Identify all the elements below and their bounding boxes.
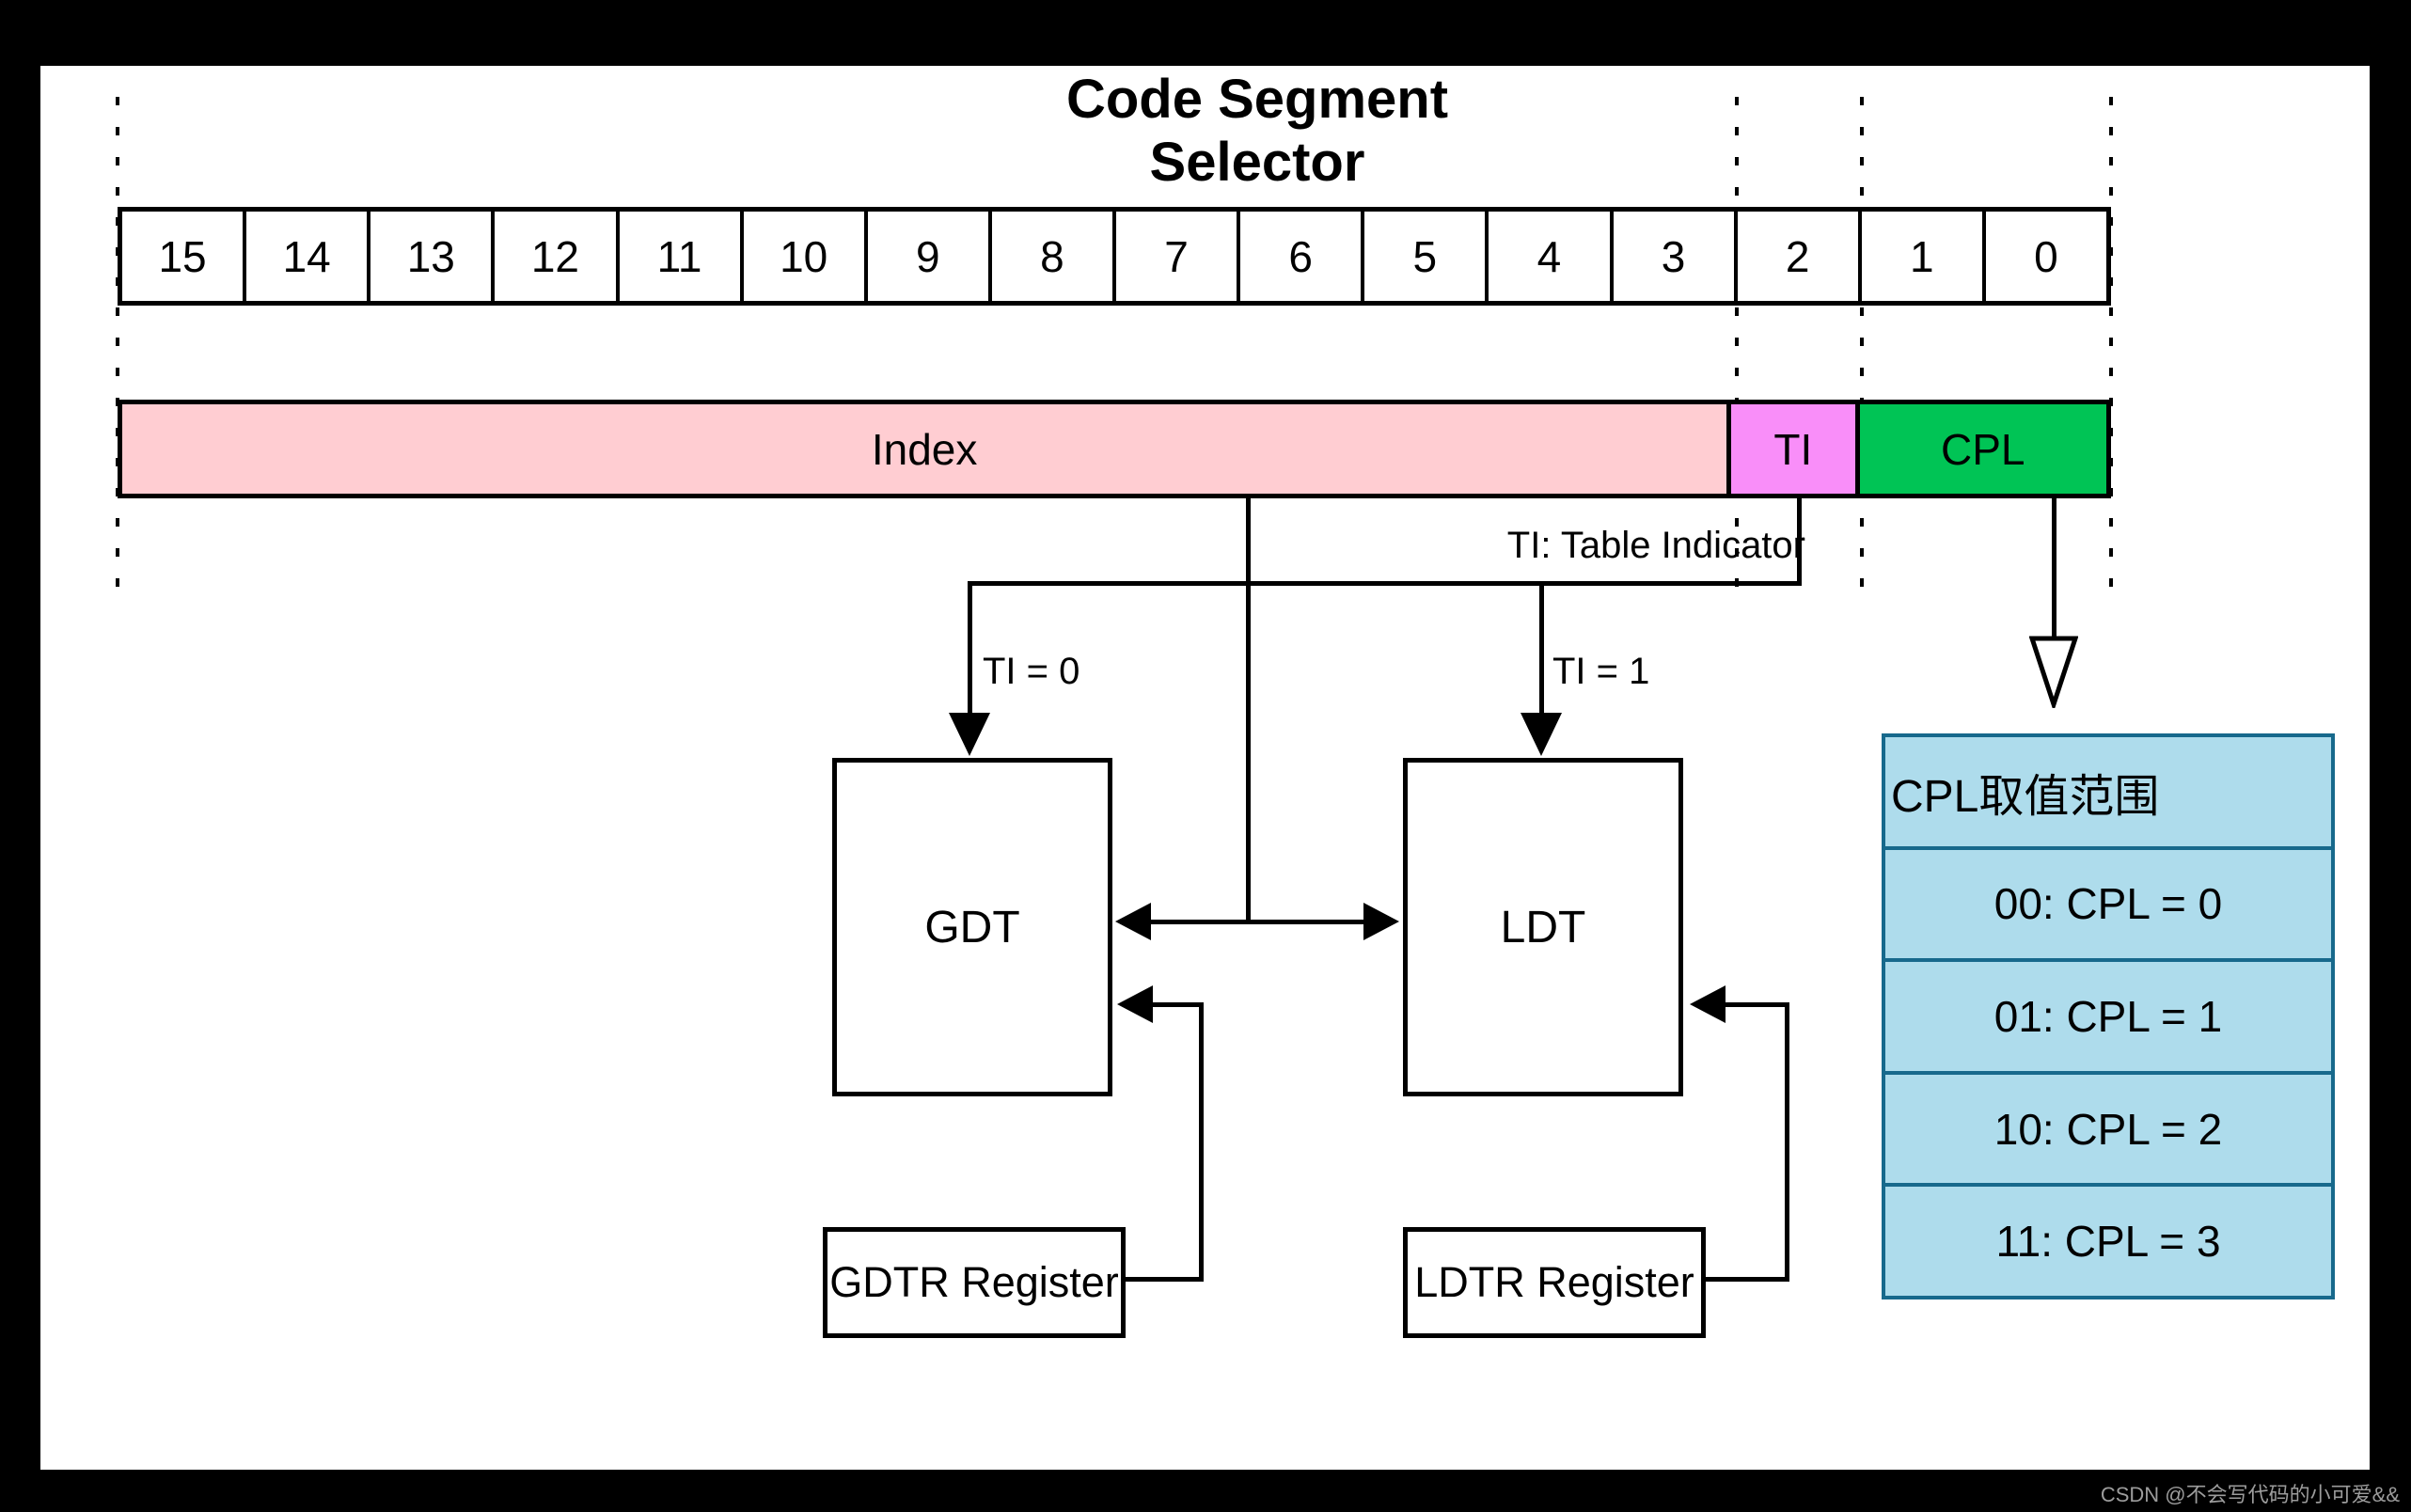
bit-cell-15: 15 bbox=[122, 212, 247, 301]
ti0-arrowhead-icon bbox=[949, 713, 990, 756]
cpl-table-row: 10: CPL = 2 bbox=[1885, 1075, 2331, 1188]
ti-drop-line bbox=[1797, 498, 1802, 585]
bit-cell-7: 7 bbox=[1116, 212, 1241, 301]
ti-note-label: TI: Table Indicator bbox=[1506, 525, 1805, 566]
bit-cell-6: 6 bbox=[1240, 212, 1365, 301]
index-field: Index bbox=[122, 404, 1727, 494]
bit-cell-10: 10 bbox=[744, 212, 868, 301]
ti0-label: TI = 0 bbox=[983, 651, 1080, 692]
watermark-text: CSDN @不会写代码的小可爱&& bbox=[2100, 1483, 2400, 1506]
bit-cell-9: 9 bbox=[868, 212, 992, 301]
ti1-arrow-line bbox=[1539, 581, 1544, 715]
branch-horizontal-line bbox=[968, 581, 1802, 586]
bit-cell-12: 12 bbox=[495, 212, 620, 301]
cpl-table-row: 01: CPL = 1 bbox=[1885, 962, 2331, 1075]
cpl-table-row: 11: CPL = 3 bbox=[1995, 1217, 2221, 1267]
ti-field: TI bbox=[1726, 404, 1855, 494]
dotted-line-bit0 bbox=[2109, 97, 2113, 602]
ti1-label: TI = 1 bbox=[1552, 651, 1650, 692]
dotted-line-bit15 bbox=[116, 97, 119, 602]
double-arrow-left-head-icon bbox=[1115, 903, 1151, 940]
bit-cell-0: 0 bbox=[2034, 231, 2058, 281]
bit-cell-5: 5 bbox=[1364, 212, 1489, 301]
gdtr-to-gdt-arrowhead-icon bbox=[1117, 985, 1153, 1023]
bit-cell-13: 13 bbox=[370, 212, 496, 301]
ldtr-connector-top bbox=[1726, 1002, 1789, 1007]
bit-cell-2: 2 bbox=[1738, 212, 1862, 301]
ti0-arrow-line bbox=[968, 581, 972, 715]
bit-cell-8: 8 bbox=[992, 212, 1116, 301]
cpl-table-header: CPL取值范围 bbox=[1885, 737, 2331, 850]
cpl-table-row: 00: CPL = 0 bbox=[1885, 850, 2331, 963]
gdt-ldt-double-arrow-line bbox=[1149, 920, 1365, 924]
gdtr-register-box: GDTR Register bbox=[823, 1227, 1126, 1338]
dotted-line-bit2-1 bbox=[1860, 97, 1864, 602]
bit-cell-11: 11 bbox=[620, 212, 744, 301]
ldt-box: LDT bbox=[1403, 758, 1683, 1096]
ti1-arrowhead-icon bbox=[1521, 713, 1562, 756]
index-drop-line bbox=[1246, 498, 1251, 923]
double-arrow-right-head-icon bbox=[1363, 903, 1399, 940]
bit-cell-1: 1 bbox=[1862, 212, 1986, 301]
bit-cell-14: 14 bbox=[246, 212, 371, 301]
ldtr-register-box: LDTR Register bbox=[1403, 1227, 1706, 1338]
cpl-field: CPL bbox=[1854, 404, 2106, 494]
selector-bar: Index TI CPL bbox=[118, 400, 2111, 498]
cpl-open-arrowhead-icon bbox=[2029, 636, 2078, 708]
page-title: Code Segment Selector bbox=[1065, 69, 1449, 193]
ldtr-connector-bottom bbox=[1706, 1277, 1789, 1282]
bit-cell-3: 3 bbox=[1614, 212, 1738, 301]
gdtr-connector-vertical bbox=[1199, 1002, 1204, 1282]
ldtr-to-ldt-arrowhead-icon bbox=[1690, 985, 1726, 1023]
bit-cell-4: 4 bbox=[1489, 212, 1614, 301]
cpl-drop-line bbox=[2052, 498, 2056, 638]
gdt-box: GDT bbox=[832, 758, 1112, 1096]
gdtr-connector-bottom bbox=[1126, 1277, 1204, 1282]
dotted-line-bit3-2 bbox=[1735, 97, 1739, 602]
ldtr-connector-vertical bbox=[1785, 1002, 1789, 1282]
gdtr-connector-top bbox=[1153, 1002, 1204, 1007]
